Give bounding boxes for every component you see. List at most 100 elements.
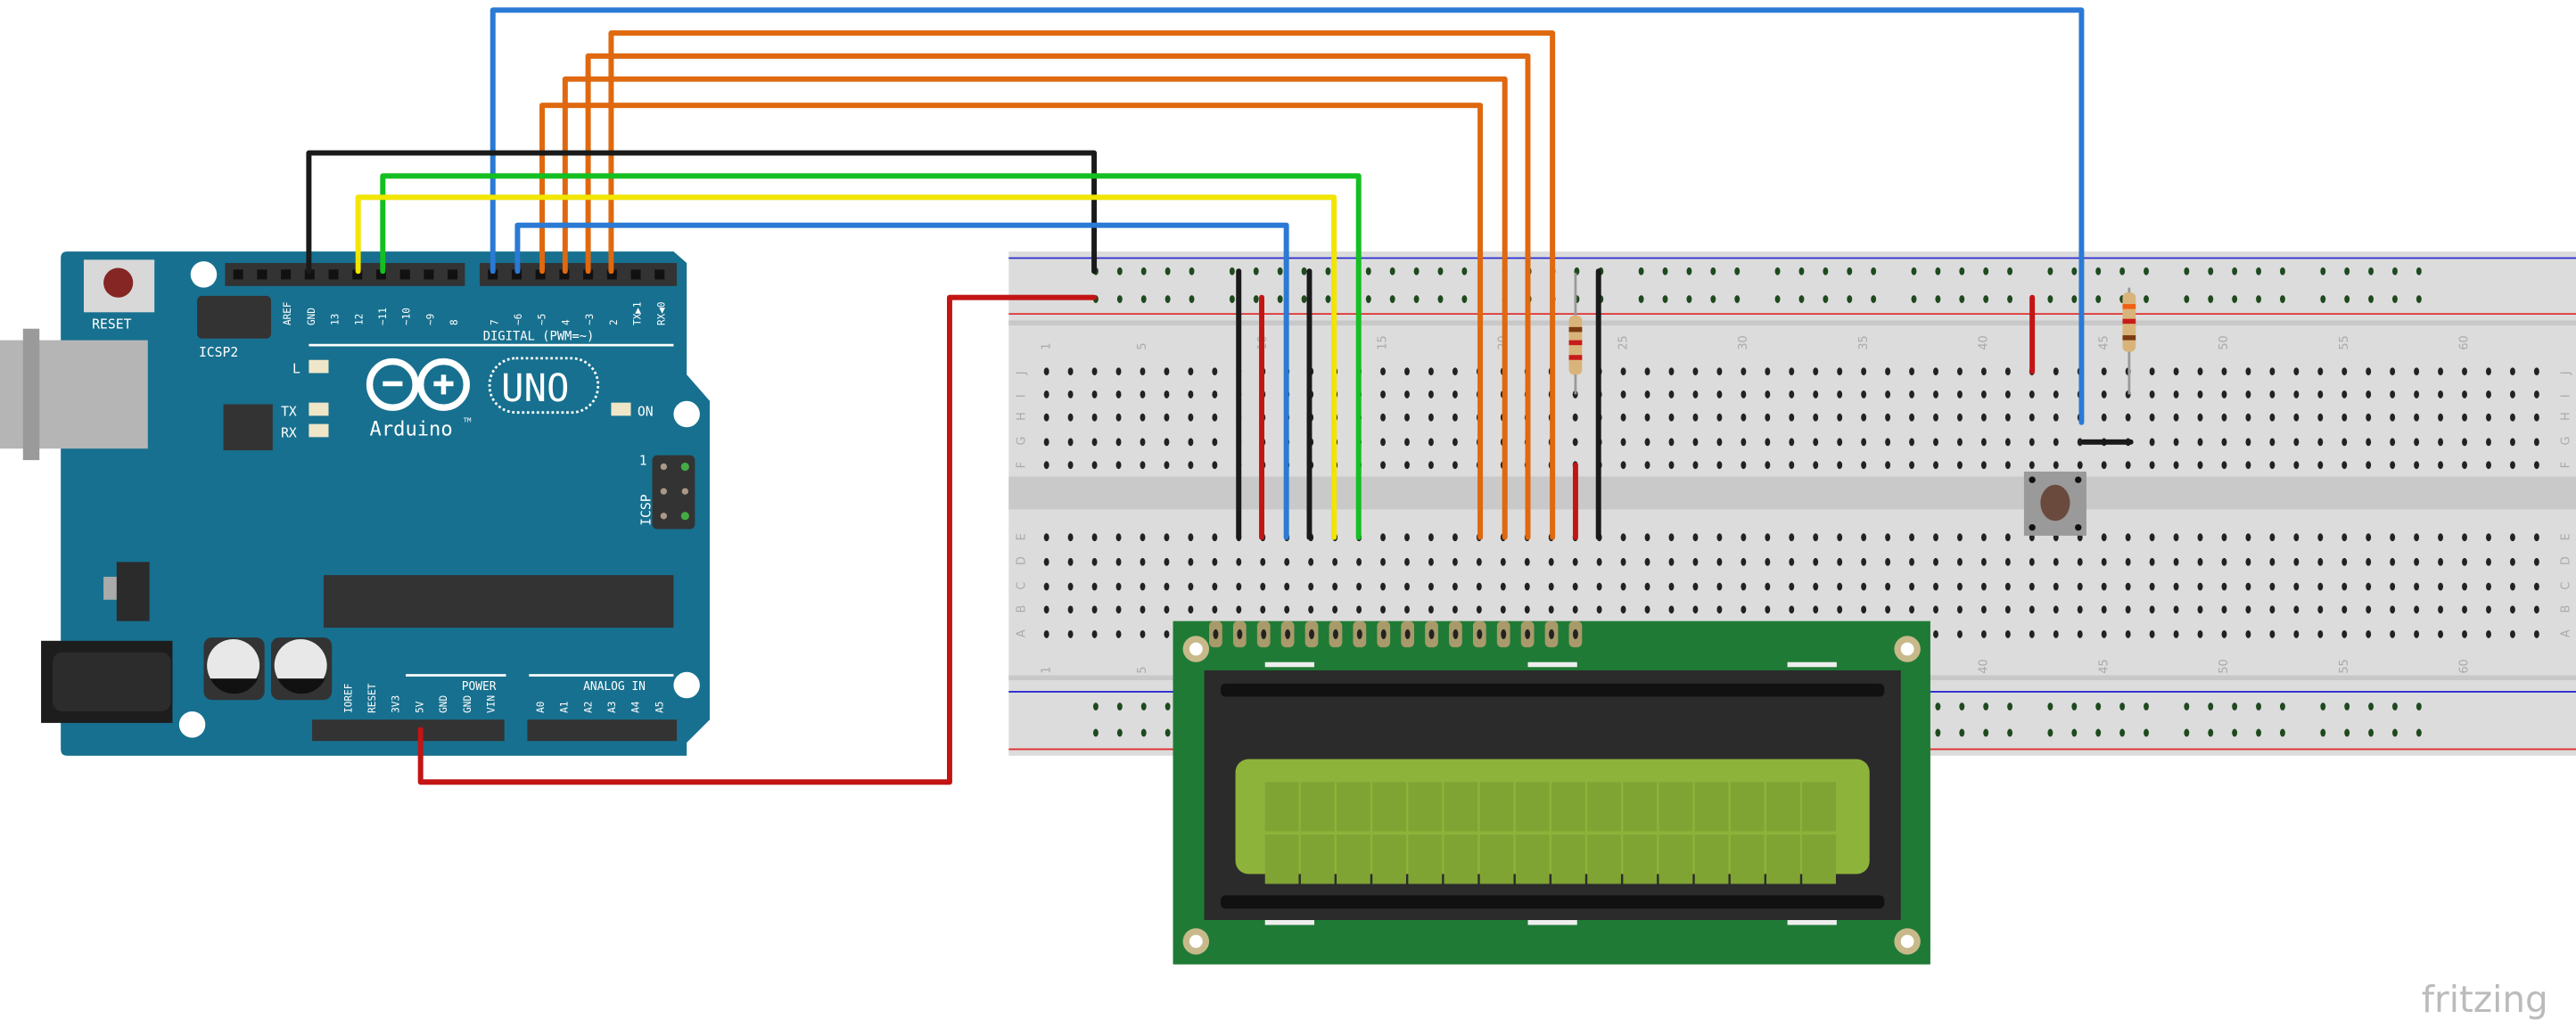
rail-hole (1959, 295, 1965, 303)
breadboard-hole (2293, 438, 2300, 447)
breadboard-hole (1668, 367, 1675, 376)
rail-hole (2416, 728, 2422, 737)
breadboard-hole (1620, 605, 1626, 614)
breadboard-hole (1789, 582, 1795, 591)
breadboard-hole (1980, 413, 1987, 422)
mounting-hole (673, 400, 700, 428)
wire-pin7[interactable] (490, 7, 2085, 425)
breadboard-hole (2053, 367, 2059, 376)
row-letter: J (2560, 371, 2573, 375)
breadboard-hole (1813, 557, 1819, 566)
row-letter: D (2560, 556, 2573, 565)
rail-hole (1774, 295, 1781, 303)
breadboard-hole (1260, 605, 1266, 614)
rail-hole (2184, 267, 2190, 275)
breadboard-hole (1644, 533, 1650, 542)
wire-pin5[interactable] (539, 103, 1484, 540)
wire-5v[interactable] (417, 294, 1098, 785)
breadboard-hole (1452, 461, 1458, 470)
lcd-cell (1300, 834, 1335, 884)
rail-hole (2232, 728, 2238, 737)
breadboard-hole (1980, 582, 1987, 591)
breadboard-hole (2004, 582, 2011, 591)
breadboard-hole (2414, 438, 2420, 447)
breadboard-hole (1861, 413, 1867, 422)
breadboard-hole (2341, 533, 2348, 542)
icsp-pin (660, 463, 668, 471)
led-tx (309, 402, 329, 416)
breadboard-hole (1428, 605, 1434, 614)
breadboard-hole (2390, 367, 2396, 376)
breadboard-hole (1188, 438, 1194, 447)
breadboard-hole (2414, 557, 2420, 566)
header-pin (606, 269, 617, 280)
led-rx (309, 423, 329, 438)
breadboard-hole (2390, 413, 2396, 422)
breadboard-hole (2390, 438, 2396, 447)
breadboard-hole (2173, 438, 2179, 447)
wire-pin3[interactable] (585, 53, 1531, 540)
breadboard-hole (1188, 461, 1194, 470)
breadboard-hole (1620, 582, 1626, 591)
lcd-cell (1337, 782, 1370, 832)
reset-button-cap[interactable] (103, 267, 134, 298)
breadboard-hole (2509, 582, 2515, 591)
rail-hole (2095, 728, 2102, 737)
breadboard-hole (2317, 557, 2324, 566)
breadboard-hole (2221, 557, 2227, 566)
wire-gnd[interactable] (306, 150, 1098, 275)
breadboard-hole (1885, 438, 1891, 447)
lcd-cell (1479, 834, 1514, 884)
breadboard-hole (1861, 557, 1867, 566)
lcd-16x2-display (1173, 620, 1930, 965)
breadboard-hole (1644, 582, 1650, 591)
row-letter: F (2560, 462, 2573, 468)
breadboard-hole (2173, 557, 2179, 566)
lcd-cell (1372, 782, 1406, 832)
breadboard-hole (2053, 582, 2059, 591)
breadboard-hole (1140, 629, 1146, 638)
breadboard-hole (2029, 461, 2035, 470)
breadboard-hole (2486, 605, 2491, 614)
rail-hole (1365, 267, 1371, 275)
breadboard-hole (2149, 461, 2155, 470)
breadboard-hole (2053, 390, 2059, 398)
breadboard-hole (1236, 582, 1242, 591)
rail-hole (2095, 267, 2102, 275)
breadboard-hole (1765, 533, 1771, 542)
breadboard-hole (2366, 557, 2372, 566)
lcd-cell (1264, 782, 1299, 832)
wire-pin6[interactable] (514, 222, 1289, 540)
bezel-slot (1220, 683, 1885, 697)
rail-hole (1935, 295, 1941, 303)
icsp-pin (660, 513, 668, 520)
breadboard-hole (2101, 413, 2107, 422)
breadboard-hole (1164, 413, 1170, 422)
breadboard-hole (2341, 390, 2348, 398)
power-jack-inner (52, 652, 171, 712)
breadboard-hole (2149, 629, 2155, 638)
breadboard-hole (1980, 367, 1987, 376)
breadboard-hole (2414, 533, 2420, 542)
breadboard-hole (1957, 582, 1963, 591)
rail-hole (1092, 728, 1099, 737)
analog-in-label: ANALOG IN (583, 680, 646, 694)
breadboard-hole (2269, 438, 2276, 447)
breadboard-hole (1067, 557, 1074, 566)
breadboard-hole (1164, 582, 1170, 591)
wire-pin12[interactable] (355, 194, 1337, 540)
push-button[interactable] (2023, 472, 2086, 536)
breadboard-hole (2462, 629, 2467, 638)
breadboard-hole (2101, 390, 2107, 398)
breadboard-hole (1909, 582, 1914, 591)
breadboard-hole (2293, 461, 2300, 470)
wire-pin11[interactable] (380, 173, 1362, 540)
breadboard-hole (2414, 461, 2420, 470)
mounting-hole (190, 261, 218, 288)
breadboard-hole (1404, 557, 1410, 566)
breadboard-hole (2366, 605, 2372, 614)
rail-hole (1983, 728, 1989, 737)
center-channel (1008, 476, 2576, 510)
breadboard-hole (1789, 461, 1795, 470)
pin-label: A4 (630, 701, 642, 713)
